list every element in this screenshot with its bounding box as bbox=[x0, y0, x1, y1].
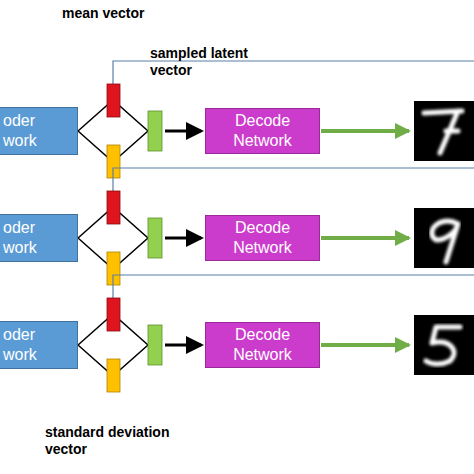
leader-line bbox=[113, 168, 474, 191]
decoder-box: Decode Network bbox=[205, 215, 320, 261]
encoder-box: oder work bbox=[0, 214, 78, 262]
annotation-label: sampled latent vector bbox=[150, 45, 260, 79]
latent-block bbox=[78, 61, 474, 178]
node-text: Decode Network bbox=[206, 325, 319, 365]
encoder-box: oder work bbox=[0, 107, 78, 155]
std-bar bbox=[107, 359, 120, 392]
decoder-box: Decode Network bbox=[205, 108, 320, 154]
node-text: oder work bbox=[3, 218, 43, 258]
encoder-box: oder work bbox=[0, 321, 78, 369]
digit-image bbox=[414, 101, 474, 161]
digit-image bbox=[414, 315, 474, 375]
latent-bar bbox=[148, 218, 162, 258]
annotation-label: standard deviation vector bbox=[45, 424, 195, 458]
digit-stroke bbox=[426, 327, 460, 364]
output-arrow bbox=[321, 236, 409, 240]
node-text: Decode Network bbox=[206, 218, 319, 258]
output-arrow bbox=[321, 129, 409, 133]
digit-stroke bbox=[424, 111, 462, 153]
digit-stroke bbox=[432, 221, 458, 262]
arrow bbox=[165, 344, 201, 347]
arrow bbox=[165, 130, 201, 133]
node-text: Decode Network bbox=[206, 111, 319, 151]
latent-bar bbox=[148, 325, 162, 365]
node-text: oder work bbox=[3, 111, 43, 151]
arrow bbox=[165, 237, 201, 240]
decoder-box: Decode Network bbox=[205, 322, 320, 368]
latent-block bbox=[78, 275, 474, 392]
mean-bar bbox=[107, 298, 120, 331]
digit-image bbox=[414, 208, 474, 268]
mean-bar bbox=[107, 191, 120, 224]
mean-bar bbox=[107, 84, 120, 117]
latent-bar bbox=[148, 111, 162, 151]
annotation-label: mean vector bbox=[62, 5, 182, 22]
latent-block bbox=[78, 168, 474, 285]
output-arrow bbox=[321, 343, 409, 347]
leader-line bbox=[113, 275, 474, 298]
node-text: oder work bbox=[3, 325, 43, 365]
